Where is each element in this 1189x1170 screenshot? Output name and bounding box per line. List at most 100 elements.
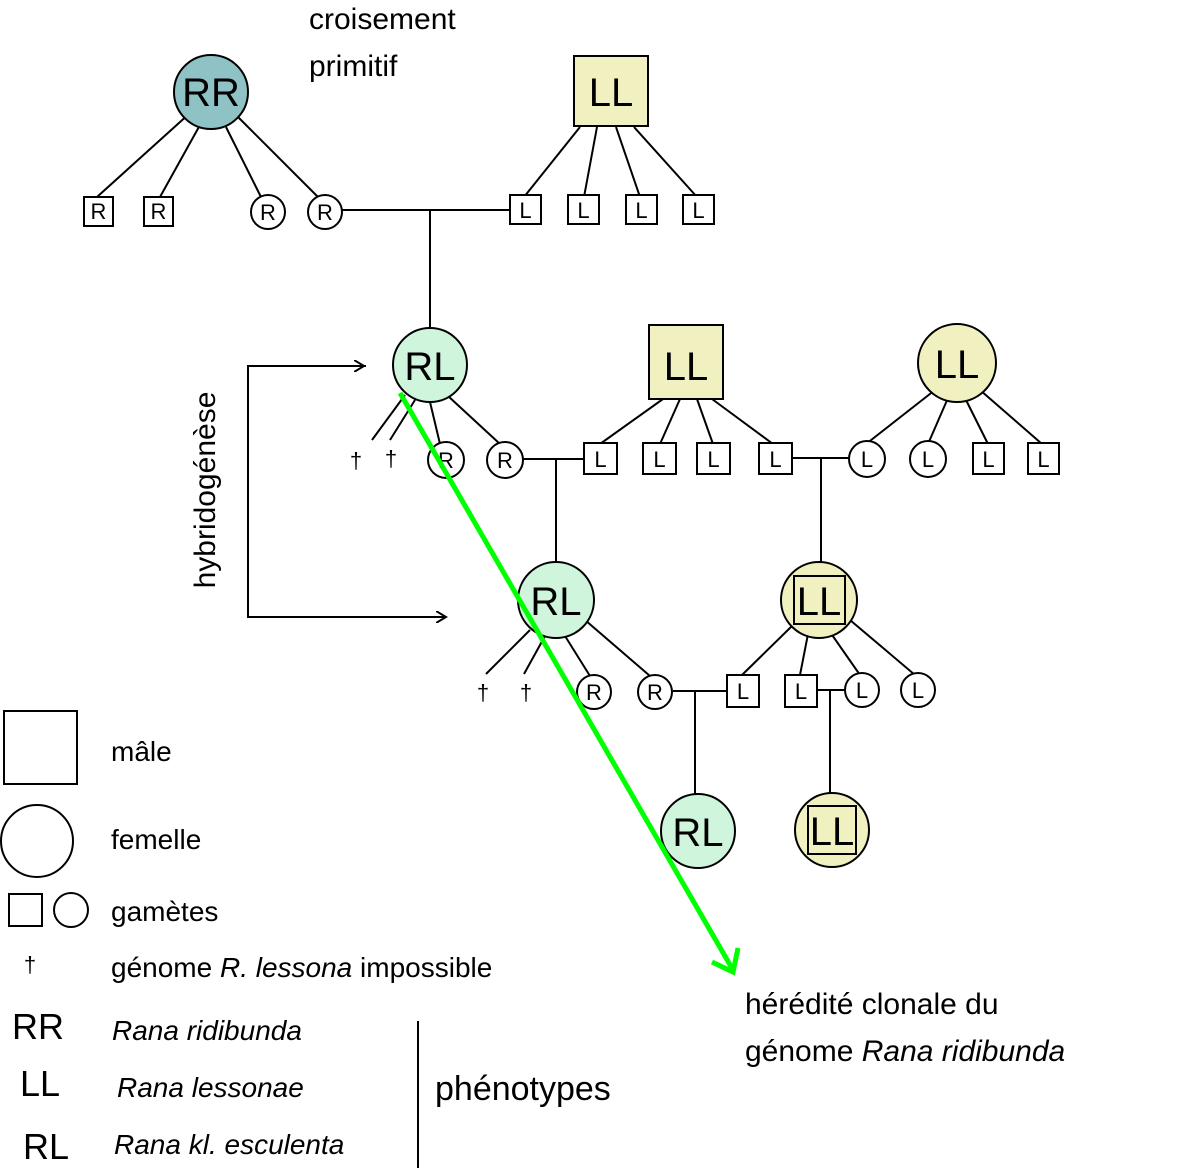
clonal-label-line2: génome Rana ridibunda (745, 1035, 1065, 1068)
gamete-female (250, 194, 286, 230)
gamete-male (784, 674, 818, 708)
ll-circle (794, 792, 870, 868)
legend-ll-code: LL (20, 1063, 60, 1104)
title-croisement: croisement (309, 3, 456, 36)
gamete-female (486, 441, 524, 479)
ll-circle (917, 323, 997, 403)
legend-dagger-symbol: † (24, 952, 36, 977)
gamete-male (972, 442, 1005, 475)
ll-gen2-label: LL (797, 580, 842, 624)
gamete-label: R (151, 199, 167, 224)
legend-phenotypes-text: phénotypes (435, 1070, 611, 1108)
ll-male-gen1: LL (648, 324, 724, 400)
ll-founder-label: LL (589, 71, 634, 115)
rr-circle (173, 54, 249, 130)
ll-circle (780, 561, 858, 639)
legend: mâle femelle gamètes † génome R. lessona… (0, 710, 611, 1168)
gamete-label: L (861, 447, 873, 472)
clonal-label-genome: génome (745, 1035, 862, 1068)
dagger-symbol: † (385, 446, 397, 471)
clonal-label-line1: hérédité clonale du (745, 988, 999, 1021)
gamete-male (567, 194, 600, 225)
gamete-male (726, 674, 760, 708)
gamete-label: L (635, 198, 647, 223)
gamete-female (307, 194, 343, 230)
gen1-lines (371, 389, 1043, 563)
legend-ll-name: Rana lessonae (117, 1072, 304, 1103)
gen1-gametes: † † R R L L L L L L L L (350, 440, 1060, 479)
gamete-label: R (647, 680, 663, 705)
gamete-label: L (856, 678, 868, 703)
legend-rl-code: RL (23, 1126, 69, 1167)
gamete-female (848, 440, 886, 478)
gen2-gametes: † † R R L L L L (477, 672, 936, 710)
gamete-label: R (497, 448, 513, 473)
legend-rr-name: Rana ridibunda (112, 1015, 302, 1046)
gen0-lines (96, 112, 698, 327)
gamete-female (576, 674, 612, 710)
title-primitif: primitif (309, 50, 398, 83)
legend-gametes-text: gamètes (111, 896, 218, 927)
rr-female-founder: RR (173, 54, 249, 130)
rl-gen3-label: RL (672, 811, 723, 855)
legend-gamete-circle (53, 892, 89, 928)
gamete-label: L (769, 447, 781, 472)
legend-male-square (3, 710, 78, 785)
rl-gen1-label: RL (404, 345, 455, 389)
legend-impossible-text: génome R. lessona impossible (111, 952, 492, 983)
ll-gen1-male-label: LL (664, 345, 709, 389)
gamete-female (900, 672, 936, 708)
ll-male-founder: LL (573, 55, 649, 127)
gamete-male (696, 442, 731, 475)
ll-female-gen3: LL (794, 792, 870, 868)
gamete-male (625, 194, 658, 225)
rl-circle (392, 327, 468, 403)
dagger-symbol: † (477, 680, 489, 705)
gamete-label: L (692, 198, 704, 223)
gen0-gametes: R R R R L L L L (83, 194, 715, 230)
gamete-male (83, 196, 114, 227)
gamete-label: L (519, 198, 531, 223)
gamete-label: R (586, 680, 602, 705)
legend-female-circle (0, 804, 74, 878)
gamete-label: L (577, 198, 589, 223)
legend-female-text: femelle (111, 824, 201, 855)
gamete-label: R (260, 200, 276, 225)
gamete-label: L (737, 679, 749, 704)
gamete-label: L (912, 678, 924, 703)
legend-rr-code: RR (12, 1006, 64, 1047)
gamete-male (583, 442, 618, 475)
gamete-label: L (795, 679, 807, 704)
rl-gen2-label: RL (530, 580, 581, 624)
ll-gen3-label: LL (810, 810, 855, 854)
gamete-label: L (1037, 447, 1049, 472)
gamete-female (427, 441, 465, 479)
legend-rl-name: Rana kl. esculenta (114, 1129, 344, 1160)
gamete-female (909, 440, 947, 478)
legend-gamete-square (8, 893, 43, 927)
rl-female-gen2: RL (517, 561, 595, 639)
legend-male-text: mâle (111, 736, 172, 767)
clonal-inheritance-arrow (397, 391, 741, 976)
gamete-female (844, 672, 880, 708)
gamete-male (509, 194, 542, 225)
clonal-label-species: Rana ridibunda (862, 1035, 1065, 1068)
ll-square (648, 324, 724, 400)
ll-inner-square (807, 805, 857, 855)
gamete-label: L (653, 447, 665, 472)
gamete-label: L (707, 447, 719, 472)
dagger-symbol: † (520, 680, 532, 705)
gamete-male (642, 442, 677, 475)
gamete-label: R (91, 199, 107, 224)
ll-female-gen1: LL (917, 323, 997, 403)
rl-female-gen1: RL (392, 327, 468, 403)
gamete-label: L (922, 447, 934, 472)
rl-female-gen3: RL (660, 793, 736, 869)
gamete-male (758, 442, 793, 475)
ll-female-gen2: LL (780, 561, 858, 639)
dagger-symbol: † (350, 448, 362, 473)
hybridogenesis-label: hybridogénèse (189, 392, 222, 589)
ll-gen1-female-label: LL (935, 343, 980, 387)
gen2-lines (485, 619, 916, 794)
